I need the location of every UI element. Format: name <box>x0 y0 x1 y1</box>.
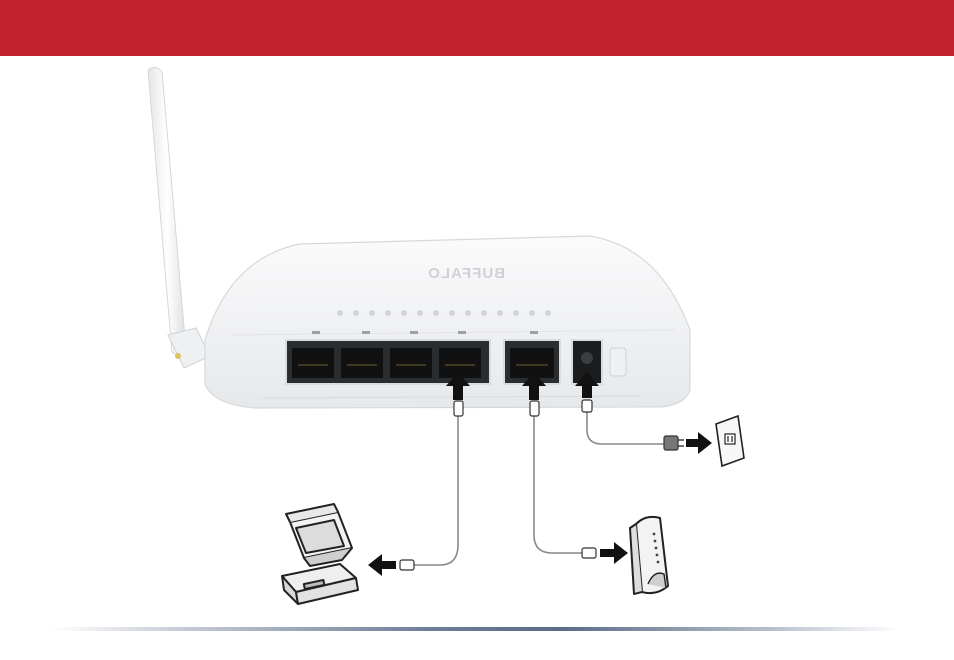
ethernet-cable-computer <box>414 416 458 565</box>
lan-port <box>390 348 432 378</box>
router: BUFFALO <box>205 236 690 408</box>
router-brand-label: BUFFALO <box>427 265 505 282</box>
modem-icon <box>630 517 668 594</box>
power-cable <box>587 412 664 444</box>
lan-port <box>439 348 481 378</box>
arrow-icon <box>686 432 712 454</box>
ethernet-cable-modem <box>534 416 582 553</box>
footer-rule <box>50 627 900 631</box>
arrow-icon <box>600 542 628 564</box>
lan-port <box>292 348 334 378</box>
wall-outlet-icon <box>716 416 744 466</box>
plug-icon <box>530 401 596 558</box>
antenna-icon <box>148 67 210 368</box>
arrow-icon <box>368 554 396 576</box>
lan-port <box>341 348 383 378</box>
plug-icon <box>400 401 463 570</box>
desktop-computer-icon <box>282 504 358 604</box>
